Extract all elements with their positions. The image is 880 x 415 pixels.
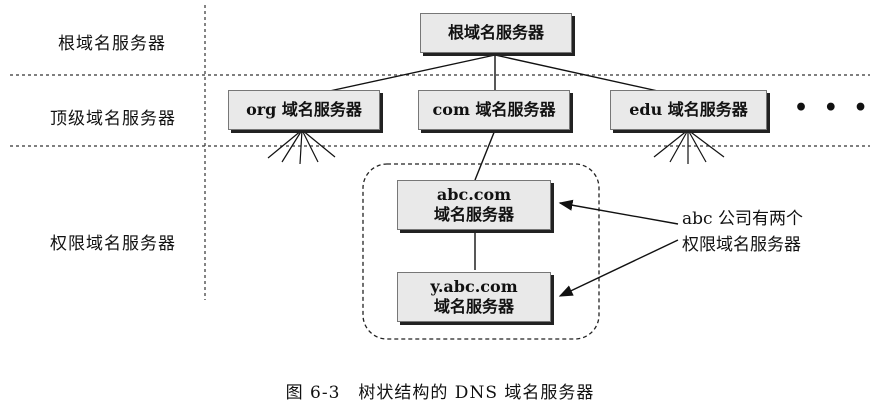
arrow-to-abc [558, 199, 679, 225]
y-abc-com-server-box: y.abc.com 域名服务器 [397, 272, 551, 322]
abc-com-server-line2: 域名服务器 [433, 205, 514, 224]
more-servers-ellipsis: • • • [794, 95, 872, 121]
level-label-root: 根域名服务器 [58, 34, 166, 54]
figure-caption: 图 6-3 树状结构的 DNS 域名服务器 [285, 383, 595, 403]
abc-com-server-box: abc.com 域名服务器 [397, 180, 551, 230]
root-server-box: 根域名服务器 [420, 13, 572, 53]
annotation-line2: 权限域名服务器 [682, 235, 801, 255]
annotation-line1: abc 公司有两个 [682, 209, 803, 229]
edu-server-box: edu 域名服务器 [610, 90, 767, 130]
abc-com-server-line1: abc.com [436, 185, 512, 204]
org-server-label: org 域名服务器 [246, 100, 362, 119]
org-server-box: org 域名服务器 [228, 90, 380, 130]
root-server-label: 根域名服务器 [447, 23, 544, 42]
link-com-abc [474, 129, 496, 181]
y-abc-com-server-line2: 域名服务器 [433, 297, 514, 316]
com-server-box: com 域名服务器 [418, 90, 570, 130]
edu-server-label: edu 域名服务器 [629, 100, 748, 119]
org-subtree-fan [267, 129, 336, 165]
level-label-top: 顶级域名服务器 [50, 109, 176, 129]
com-server-label: com 域名服务器 [432, 100, 556, 119]
level-label-authoritative: 权限域名服务器 [50, 234, 176, 254]
abc-company-enclosure [362, 163, 600, 340]
y-abc-com-server-line1: y.abc.com [430, 277, 518, 296]
annotation-text: abc 公司有两个 权限域名服务器 [682, 206, 803, 258]
edu-subtree-fan [653, 129, 725, 164]
arrow-to-yabc [558, 239, 679, 297]
